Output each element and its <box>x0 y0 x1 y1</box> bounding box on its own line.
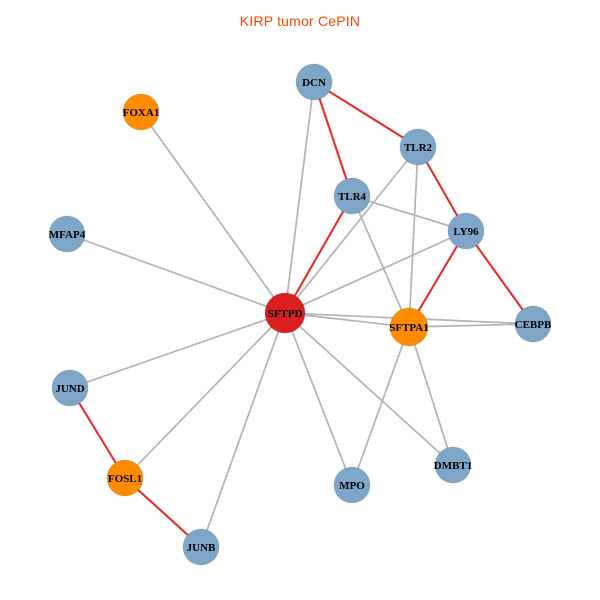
edge-TLR2-SFTPA1 <box>408 146 419 328</box>
node-TLR4[interactable] <box>333 177 371 215</box>
node-SFTPA1[interactable] <box>389 307 429 347</box>
edge-TLR4-SFTPA1 <box>351 195 410 328</box>
edge-SFTPD-MFAP4 <box>66 233 286 314</box>
edge-SFTPD-JUND <box>69 312 286 389</box>
edge-SFTPD-LY96 <box>284 230 467 314</box>
edge-SFTPA1-MPO <box>351 326 410 486</box>
edge-SFTPD-DCN <box>284 81 315 314</box>
edge-SFTPD-SFTPA1 <box>284 312 410 328</box>
edge-SFTPD-FOSL1 <box>124 312 286 479</box>
node-DCN[interactable] <box>295 63 333 101</box>
node-DMBT1[interactable] <box>434 446 472 484</box>
node-TLR2[interactable] <box>399 128 437 166</box>
node-FOSL1[interactable] <box>106 459 144 497</box>
edge-SFTPA1-CEBPB <box>408 323 534 328</box>
node-JUND[interactable] <box>51 369 89 407</box>
edge-DCN-TLR2 <box>313 81 419 148</box>
chart-title: KIRP tumor CePIN <box>239 13 361 29</box>
edge-SFTPD-TLR4 <box>284 195 353 314</box>
edge-LY96-CEBPB <box>465 230 534 325</box>
edge-SFTPD-TLR2 <box>284 146 419 314</box>
node-JUNB[interactable] <box>182 528 220 566</box>
edge-SFTPD-FOXA1 <box>140 111 286 314</box>
edge-TLR4-LY96 <box>351 195 467 232</box>
edge-SFTPD-MPO <box>284 312 353 486</box>
edge-SFTPD-JUNB <box>200 312 286 548</box>
node-SFTPD[interactable] <box>264 292 306 334</box>
node-MFAP4[interactable] <box>48 215 86 253</box>
node-FOXA1[interactable] <box>122 93 160 131</box>
edge-SFTPD-DMBT1 <box>284 312 454 466</box>
edge-SFTPA1-DMBT1 <box>408 326 454 466</box>
node-CEBPB[interactable] <box>514 305 552 343</box>
edge-DCN-TLR4 <box>313 81 353 197</box>
node-MPO[interactable] <box>333 466 371 504</box>
node-LY96[interactable] <box>447 212 485 250</box>
